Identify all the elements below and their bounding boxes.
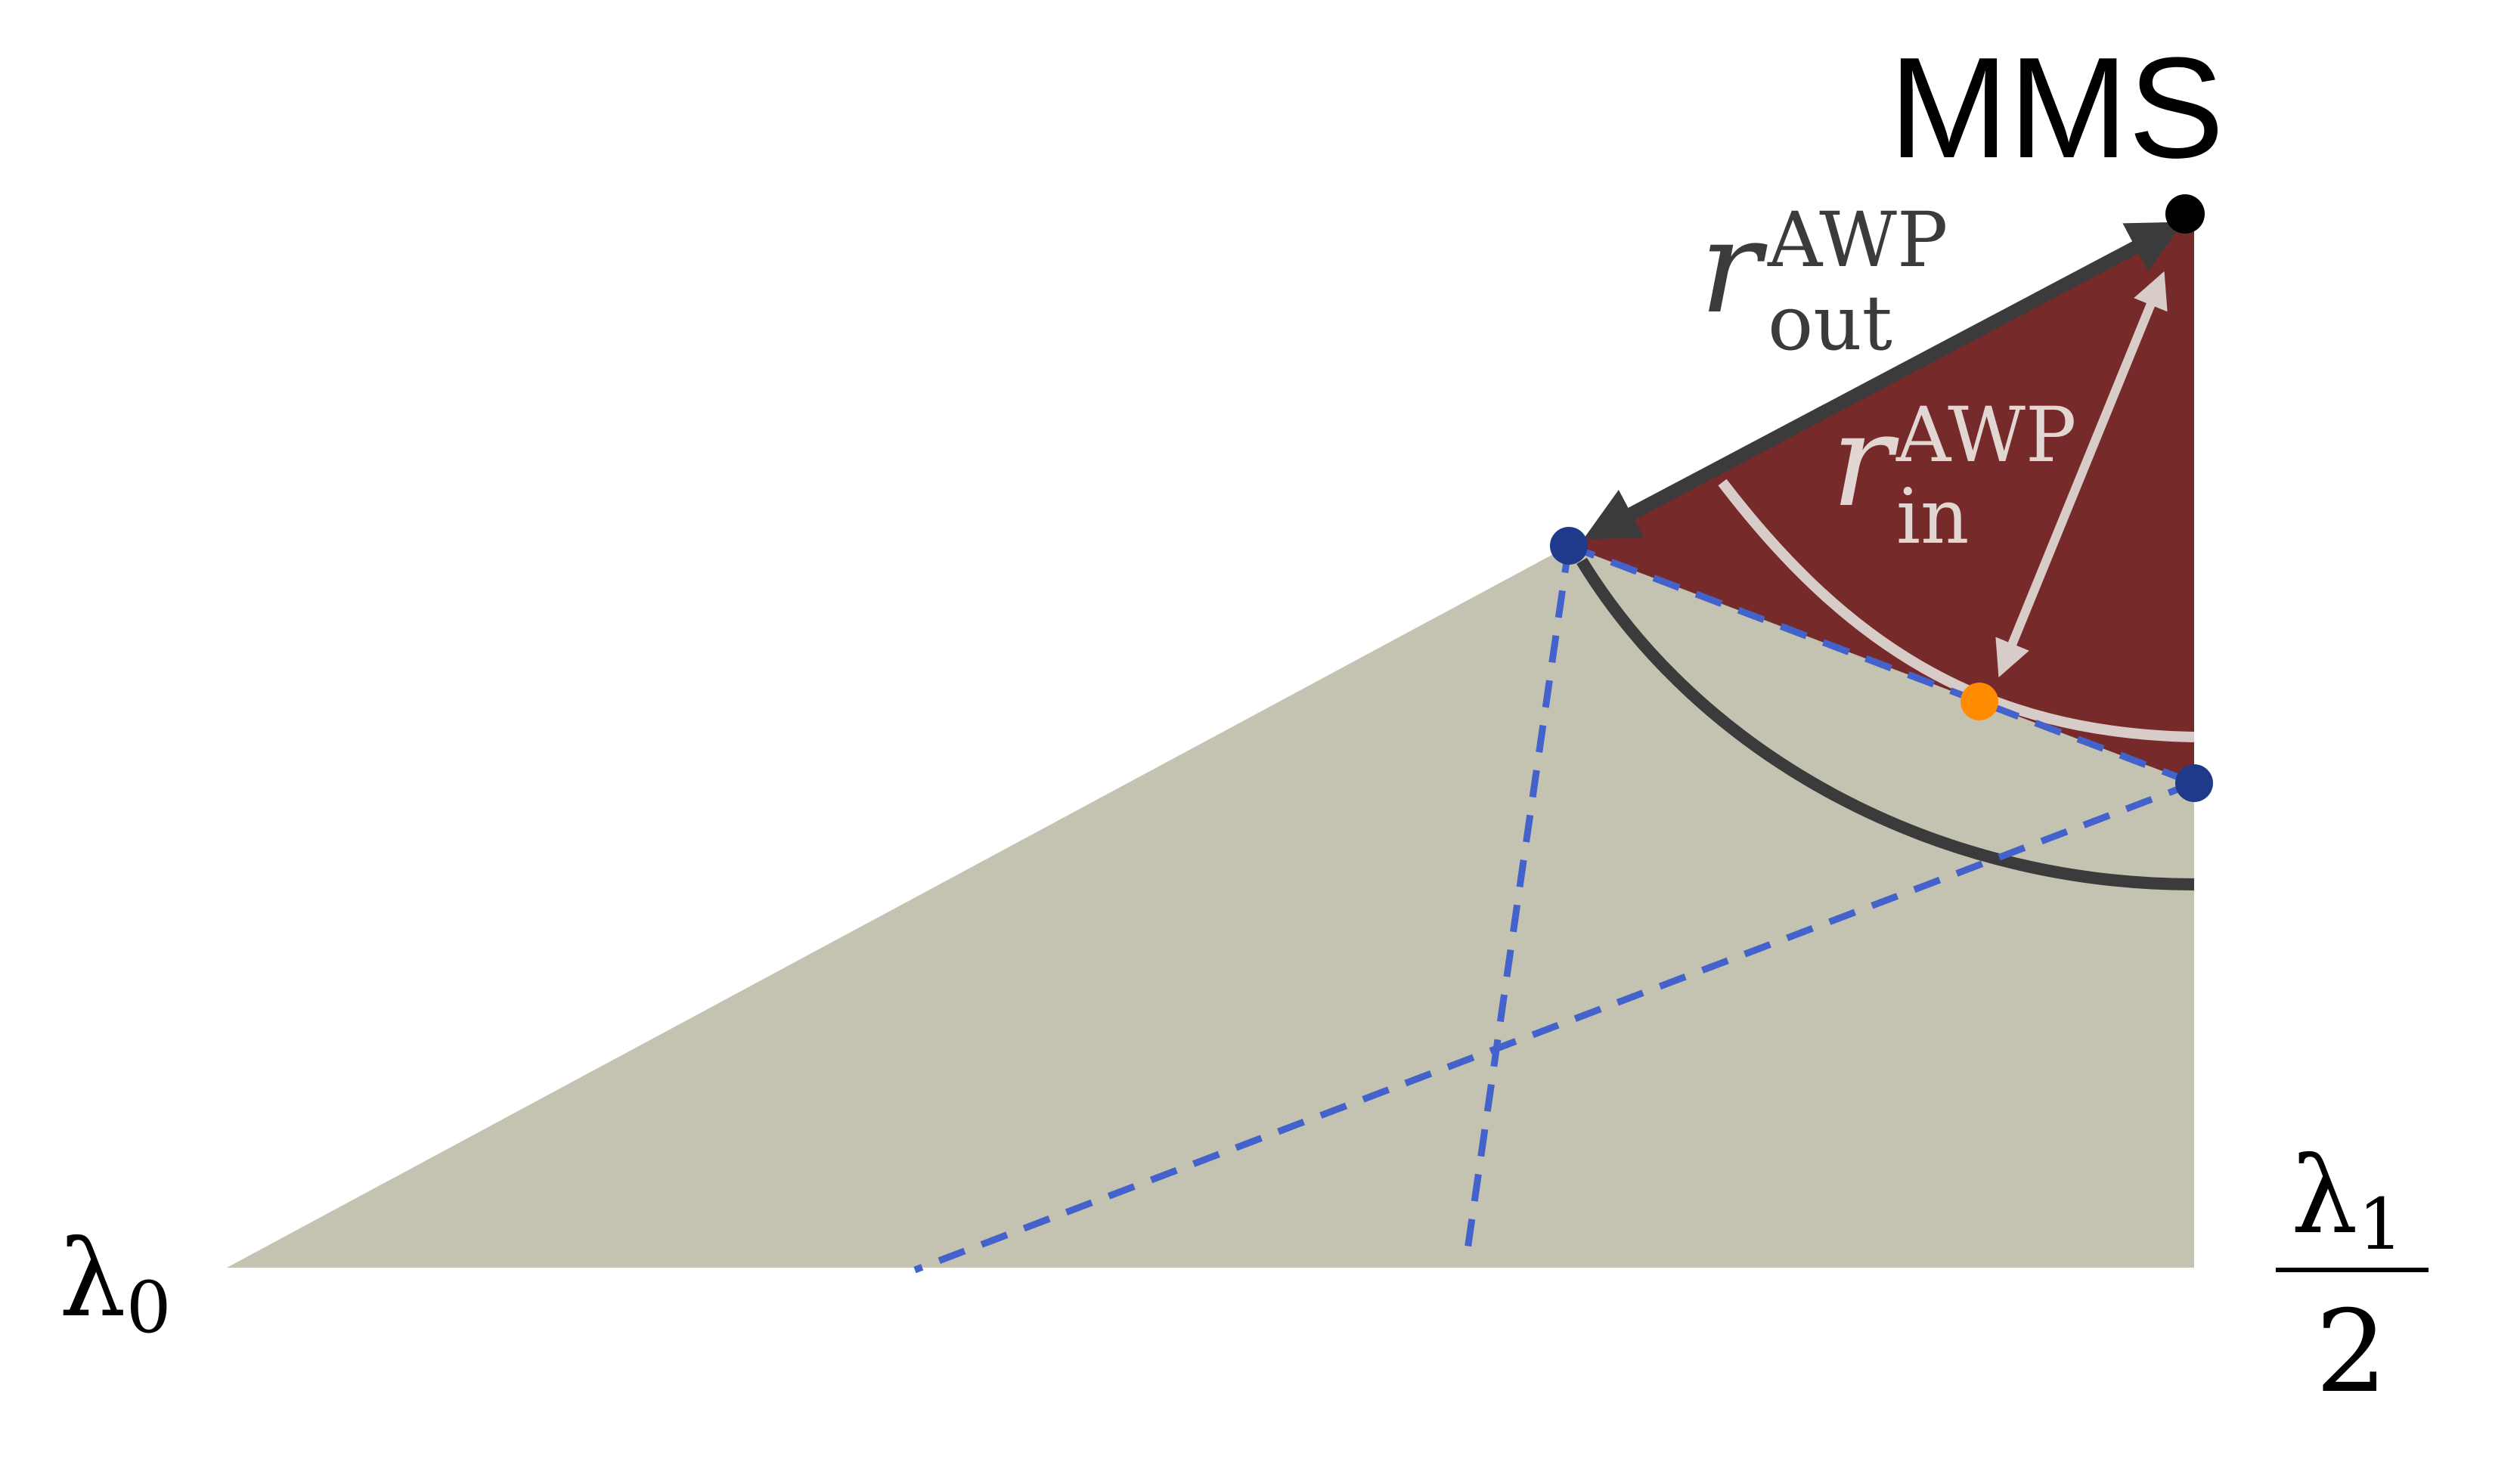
r-out-label: r AWP out	[1700, 193, 1948, 367]
orange-point	[1961, 683, 1998, 720]
r-in-arrow	[1995, 271, 2168, 678]
lambda0-subscript: 0	[126, 1267, 172, 1349]
r-in-superscript: AWP	[1895, 391, 2076, 479]
r-in-symbol: r	[1831, 386, 1899, 536]
mms-point	[2165, 194, 2205, 234]
outer-radius-arc	[1576, 557, 2195, 890]
dashed-edge-line	[1567, 542, 2196, 787]
lambda0-symbol: λ	[59, 1218, 126, 1341]
lambda1-numerator: λ1	[2291, 1135, 2404, 1266]
dashed-lines	[913, 542, 2196, 1274]
inner-radius-arc	[1718, 478, 2195, 742]
dashed-vertical-line	[1463, 545, 1573, 1256]
r-out-superscript: AWP	[1767, 196, 1948, 284]
lambda1-half-label: λ1 2	[2276, 1135, 2429, 1418]
r-in-label: r AWP in	[1831, 386, 2076, 561]
lambda1-subscript: 1	[2358, 1184, 2404, 1266]
r-out-subscript: out	[1768, 279, 1892, 367]
dashed-diagonal-line	[913, 779, 2196, 1274]
lambda1-denominator: 2	[2315, 1287, 2387, 1418]
vertex-point-right	[2175, 764, 2213, 802]
lambda0-label: λ0	[59, 1218, 172, 1349]
vertex-point-left	[1550, 527, 1588, 565]
lambda1-symbol: λ	[2291, 1135, 2358, 1258]
r-out-symbol: r	[1700, 193, 1768, 342]
mms-label: MMS	[1889, 28, 2224, 188]
r-in-subscript: in	[1896, 472, 1969, 561]
